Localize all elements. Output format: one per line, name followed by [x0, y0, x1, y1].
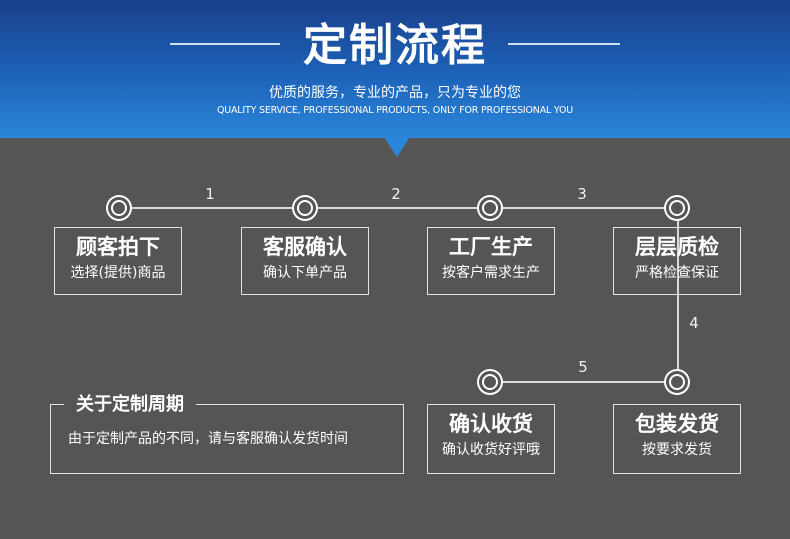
banner-pointer — [384, 137, 410, 157]
header-banner — [0, 0, 790, 138]
page-subtitle-en: QUALITY SERVICE, PROFESSIONAL PRODUCTS, … — [216, 105, 574, 116]
step-card-desc: 选择(提供)商品 — [70, 265, 166, 281]
note-text: 由于定制产品的不同，请与客服确认发货时间 — [68, 431, 348, 447]
step-node-4 — [666, 197, 688, 219]
step-card-title: 顾客拍下 — [76, 235, 160, 259]
step-number-5: 5 — [578, 358, 588, 376]
flow-line-1 — [119, 207, 678, 209]
step-card-desc: 严格检查保证 — [635, 265, 719, 281]
step-card-title: 客服确认 — [263, 235, 347, 259]
step-card-5: 包装发货 按要求发货 — [613, 404, 741, 474]
step-card-desc: 确认收货好评哦 — [442, 442, 540, 458]
title-decoration-left — [170, 43, 280, 45]
step-card-1: 顾客拍下 选择(提供)商品 — [54, 227, 182, 295]
step-card-2: 客服确认 确认下单产品 — [241, 227, 369, 295]
step-node-5 — [666, 371, 688, 393]
page-subtitle: 优质的服务，专业的产品，只为专业的您 — [269, 85, 521, 101]
step-number-4: 4 — [689, 314, 699, 332]
step-card-title: 层层质检 — [635, 235, 719, 259]
step-card-title: 确认收货 — [449, 412, 533, 436]
step-card-6: 确认收货 确认收货好评哦 — [427, 404, 555, 474]
flow-line-5 — [490, 381, 678, 383]
step-number-3: 3 — [577, 185, 587, 203]
step-number-2: 2 — [391, 185, 401, 203]
step-card-title: 工厂生产 — [449, 235, 533, 259]
note-box — [50, 404, 404, 474]
step-card-4: 层层质检 严格检查保证 — [613, 227, 741, 295]
step-card-desc: 按客户需求生产 — [442, 265, 540, 281]
step-card-desc: 确认下单产品 — [263, 265, 347, 281]
note-title: 关于定制周期 — [64, 392, 196, 418]
step-node-1 — [108, 197, 130, 219]
step-card-3: 工厂生产 按客户需求生产 — [427, 227, 555, 295]
step-node-2 — [294, 197, 316, 219]
flow-line-4 — [677, 208, 679, 382]
step-number-1: 1 — [205, 185, 215, 203]
step-node-3 — [479, 197, 501, 219]
page-title: 定制流程 — [303, 20, 487, 71]
step-card-title: 包装发货 — [635, 412, 719, 436]
step-card-desc: 按要求发货 — [642, 442, 712, 458]
step-node-6 — [479, 371, 501, 393]
title-decoration-right — [508, 43, 620, 45]
